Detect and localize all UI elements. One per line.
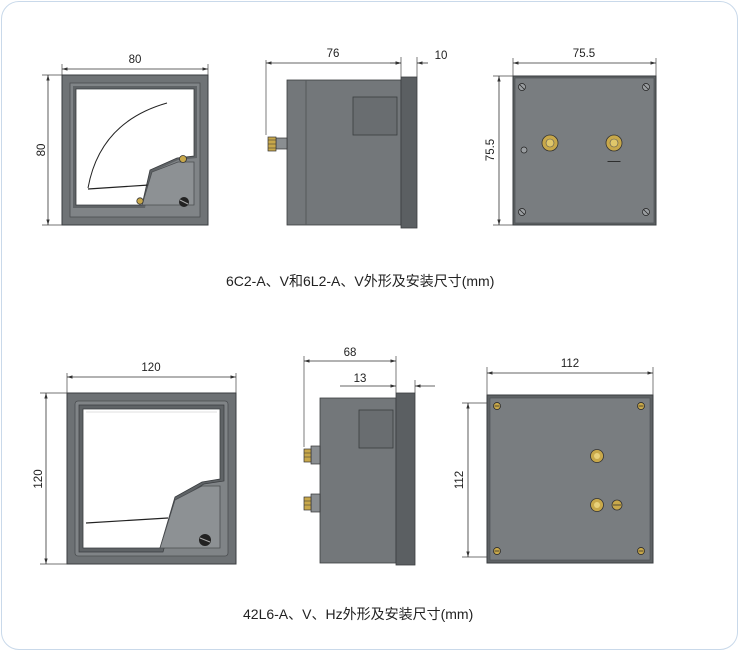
top-back-width-label: 75.5 [573, 48, 595, 60]
top-side-depth-label: 76 [327, 48, 340, 60]
bottom-caption: 42L6-A、V、Hz外形及安装尺寸(mm) [243, 606, 474, 622]
top-front-dimensions: 80 80 [36, 54, 209, 226]
bottom-front-width-label: 120 [141, 362, 160, 374]
top-front-width-label: 80 [129, 54, 142, 66]
top-side-flange-label: 10 [435, 50, 448, 62]
top-side-view [267, 76, 418, 229]
bottom-front-dimensions: 120 120 [33, 362, 237, 565]
bottom-side-view [303, 392, 416, 566]
negative-terminal-sign: — [608, 153, 621, 168]
top-caption: 6C2-A、V和6L2-A、V外形及安装尺寸(mm) [226, 273, 495, 289]
bottom-back-width-label: 112 [561, 358, 579, 370]
top-back-dimensions: 75.5 75.5 [485, 48, 657, 226]
bottom-front-height-label: 120 [33, 469, 45, 488]
bottom-front-view [66, 392, 237, 565]
top-front-view [61, 74, 209, 226]
top-side-dimensions: 76 10 [265, 48, 448, 135]
top-front-height-label: 80 [36, 144, 48, 157]
top-back-height-label: 75.5 [485, 139, 497, 161]
bottom-back-dimensions: 112 112 [454, 358, 654, 558]
bottom-side-flange-label: 13 [354, 373, 367, 385]
bottom-side-dimensions: 68 13 [303, 347, 435, 447]
bottom-side-depth-label: 68 [344, 347, 357, 359]
top-back-view: — [512, 75, 657, 226]
bottom-back-view [486, 394, 654, 564]
bottom-back-height-label: 112 [454, 471, 466, 489]
